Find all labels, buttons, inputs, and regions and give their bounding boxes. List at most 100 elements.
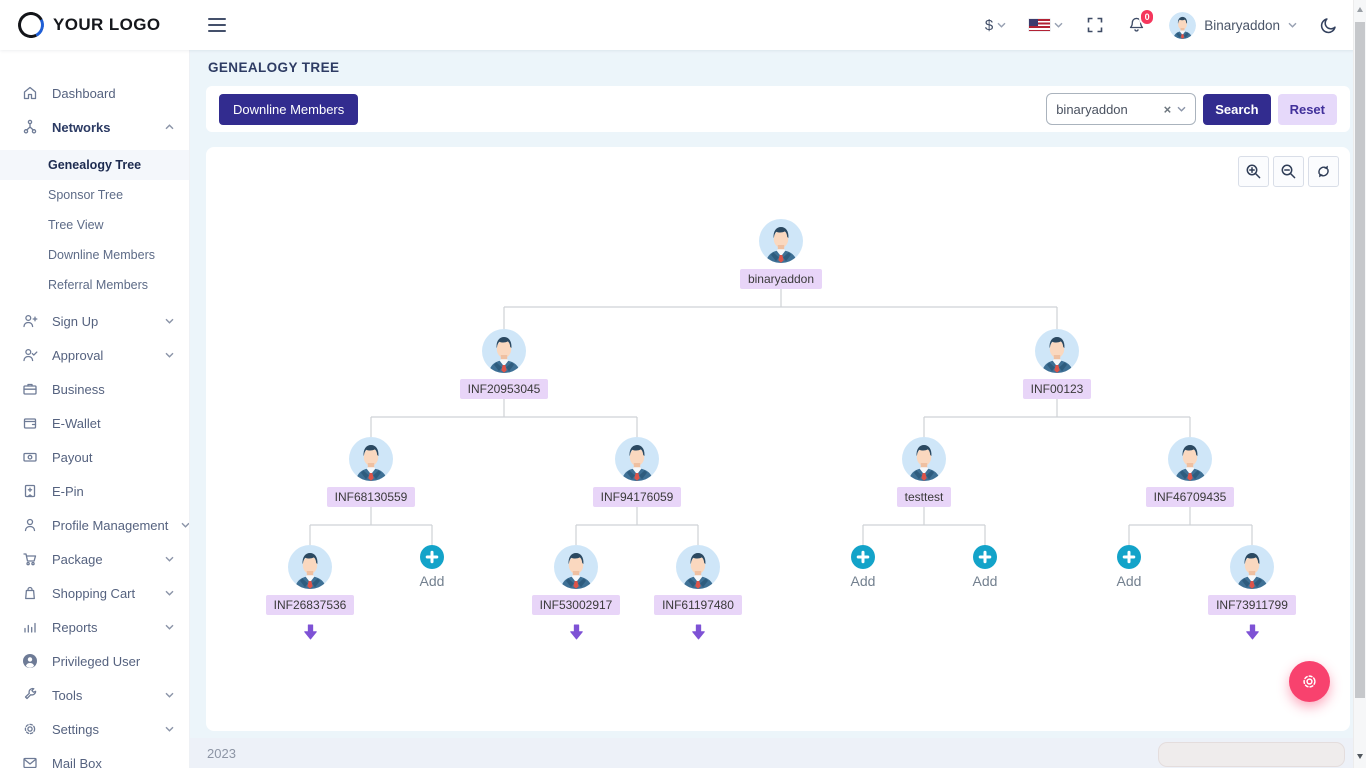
vertical-scrollbar-thumb[interactable]	[1355, 22, 1365, 698]
fullscreen-icon	[1086, 16, 1104, 34]
expand-down-icon[interactable]	[303, 624, 318, 640]
sidebar-item-e-pin[interactable]: E-Pin	[0, 474, 189, 508]
sidebar-item-approval[interactable]: Approval	[0, 338, 189, 372]
sidebar-item-label: Business	[52, 381, 105, 397]
member-username-label: binaryaddon	[739, 269, 823, 289]
scroll-up-arrow[interactable]	[1357, 7, 1363, 12]
sidebar-item-label: Privileged User	[52, 653, 141, 669]
sidebar-item-label: Payout	[52, 449, 93, 465]
reset-button[interactable]: Reset	[1277, 93, 1337, 125]
dark-mode-toggle[interactable]	[1320, 16, 1338, 34]
expand-down-icon[interactable]	[569, 624, 584, 640]
sidebar-item-package[interactable]: Package	[0, 542, 189, 576]
sidebar-item-sponsor-tree[interactable]: Sponsor Tree	[48, 188, 124, 202]
gear-icon	[22, 721, 39, 737]
tree-node-binaryaddon[interactable]: binaryaddon	[716, 219, 846, 289]
sidebar-item-tools[interactable]: Tools	[0, 678, 189, 712]
currency-symbol: $	[984, 16, 994, 34]
horizontal-scrollbar[interactable]	[1158, 742, 1345, 767]
zoom-in-button[interactable]	[1238, 156, 1269, 187]
bag-icon	[22, 585, 39, 601]
member-avatar	[676, 545, 720, 589]
sidebar-item-settings[interactable]: Settings	[0, 712, 189, 746]
language-selector[interactable]	[1029, 19, 1063, 31]
notification-badge: 0	[1139, 7, 1156, 26]
user-avatar	[1169, 11, 1197, 39]
tree-node-inf20953045[interactable]: INF20953045	[439, 329, 569, 399]
sidebar-item-privileged-user[interactable]: Privileged User	[0, 644, 189, 678]
chevron-down-icon	[165, 318, 174, 324]
chevron-down-icon	[165, 590, 174, 596]
add-label: Add	[850, 573, 876, 589]
tree-add-member-button[interactable]: Add	[1064, 545, 1194, 589]
sidebar-toggle-button[interactable]	[204, 14, 230, 36]
tree-node-inf94176059[interactable]: INF94176059	[572, 437, 702, 507]
tree-node-testtest[interactable]: testtest	[859, 437, 989, 507]
us-flag-icon	[1029, 19, 1051, 31]
sidebar-item-label: Networks	[52, 119, 111, 135]
add-plus-icon	[420, 545, 444, 569]
tree-node-inf73911799[interactable]: INF73911799	[1187, 545, 1317, 640]
user-icon	[22, 517, 39, 533]
member-avatar	[759, 219, 803, 263]
zoom-out-button[interactable]	[1273, 156, 1304, 187]
sidebar-item-label: Approval	[52, 347, 104, 363]
chevron-down-icon	[1054, 22, 1063, 28]
logo-text: YOUR LOGO	[53, 15, 161, 34]
sidebar-item-referral-members[interactable]: Referral Members	[48, 278, 149, 292]
expand-down-icon[interactable]	[691, 624, 706, 640]
sidebar-item-mail-box[interactable]: Mail Box	[0, 746, 189, 768]
top-header: YOUR LOGO $ 0	[0, 0, 1366, 50]
sidebar-item-sign-up[interactable]: Sign Up	[0, 304, 189, 338]
tree-node-inf61197480[interactable]: INF61197480	[633, 545, 763, 640]
currency-selector[interactable]: $	[985, 17, 1006, 34]
sidebar-item-business[interactable]: Business	[0, 372, 189, 406]
reset-zoom-button[interactable]	[1308, 156, 1339, 187]
tree-node-inf53002917[interactable]: INF53002917	[511, 545, 641, 640]
sidebar-item-downline-members[interactable]: Downline Members	[48, 248, 155, 262]
tree-add-member-button[interactable]: Add	[367, 545, 497, 589]
tree-add-member-button[interactable]: Add	[920, 545, 1050, 589]
tree-add-member-button[interactable]: Add	[798, 545, 928, 589]
sidebar-item-networks[interactable]: Networks	[0, 110, 189, 144]
sidebar-item-e-wallet[interactable]: E-Wallet	[0, 406, 189, 440]
clear-selection-icon[interactable]: ×	[1163, 101, 1172, 117]
member-avatar	[1035, 329, 1079, 373]
tree-connectors	[309, 287, 1253, 545]
member-avatar	[902, 437, 946, 481]
sidebar-item-label: Dashboard	[52, 85, 116, 101]
downline-members-button[interactable]: Downline Members	[219, 93, 359, 125]
add-plus-icon	[973, 545, 997, 569]
scroll-down-arrow[interactable]	[1357, 754, 1363, 759]
user-circle-icon	[22, 653, 39, 669]
chevron-down-icon	[181, 522, 189, 528]
tree-node-inf46709435[interactable]: INF46709435	[1125, 437, 1255, 507]
tree-node-inf00123[interactable]: INF00123	[992, 329, 1122, 399]
tree-node-inf26837536[interactable]: INF26837536	[245, 545, 375, 640]
refresh-icon	[1315, 163, 1332, 180]
member-username-label: INF61197480	[654, 595, 742, 615]
sidebar-item-label: Reports	[52, 619, 98, 635]
member-username-label: INF00123	[1022, 379, 1092, 399]
search-button[interactable]: Search	[1203, 93, 1271, 125]
theme-settings-button[interactable]	[1289, 661, 1330, 702]
tree-node-inf68130559[interactable]: INF68130559	[306, 437, 436, 507]
expand-down-icon[interactable]	[1245, 624, 1260, 640]
fullscreen-button[interactable]	[1086, 16, 1104, 34]
sidebar-item-shopping-cart[interactable]: Shopping Cart	[0, 576, 189, 610]
bars-icon	[22, 619, 39, 635]
vertical-scrollbar[interactable]	[1353, 0, 1366, 768]
sidebar-item-label: Profile Management	[52, 517, 169, 533]
sidebar-item-reports[interactable]: Reports	[0, 610, 189, 644]
logo[interactable]: YOUR LOGO	[0, 8, 190, 42]
user-menu[interactable]: Binaryaddon	[1169, 11, 1297, 39]
sidebar-item-dashboard[interactable]: Dashboard	[0, 76, 189, 110]
sidebar-item-genealogy-tree[interactable]: Genealogy Tree	[0, 150, 189, 180]
sidebar-item-tree-view[interactable]: Tree View	[48, 218, 104, 232]
member-search-select[interactable]: binaryaddon ×	[1046, 93, 1197, 125]
sidebar-item-payout[interactable]: Payout	[0, 440, 189, 474]
sidebar-item-profile-management[interactable]: Profile Management	[0, 508, 189, 542]
member-avatar	[288, 545, 332, 589]
notifications-button[interactable]: 0	[1127, 7, 1156, 35]
